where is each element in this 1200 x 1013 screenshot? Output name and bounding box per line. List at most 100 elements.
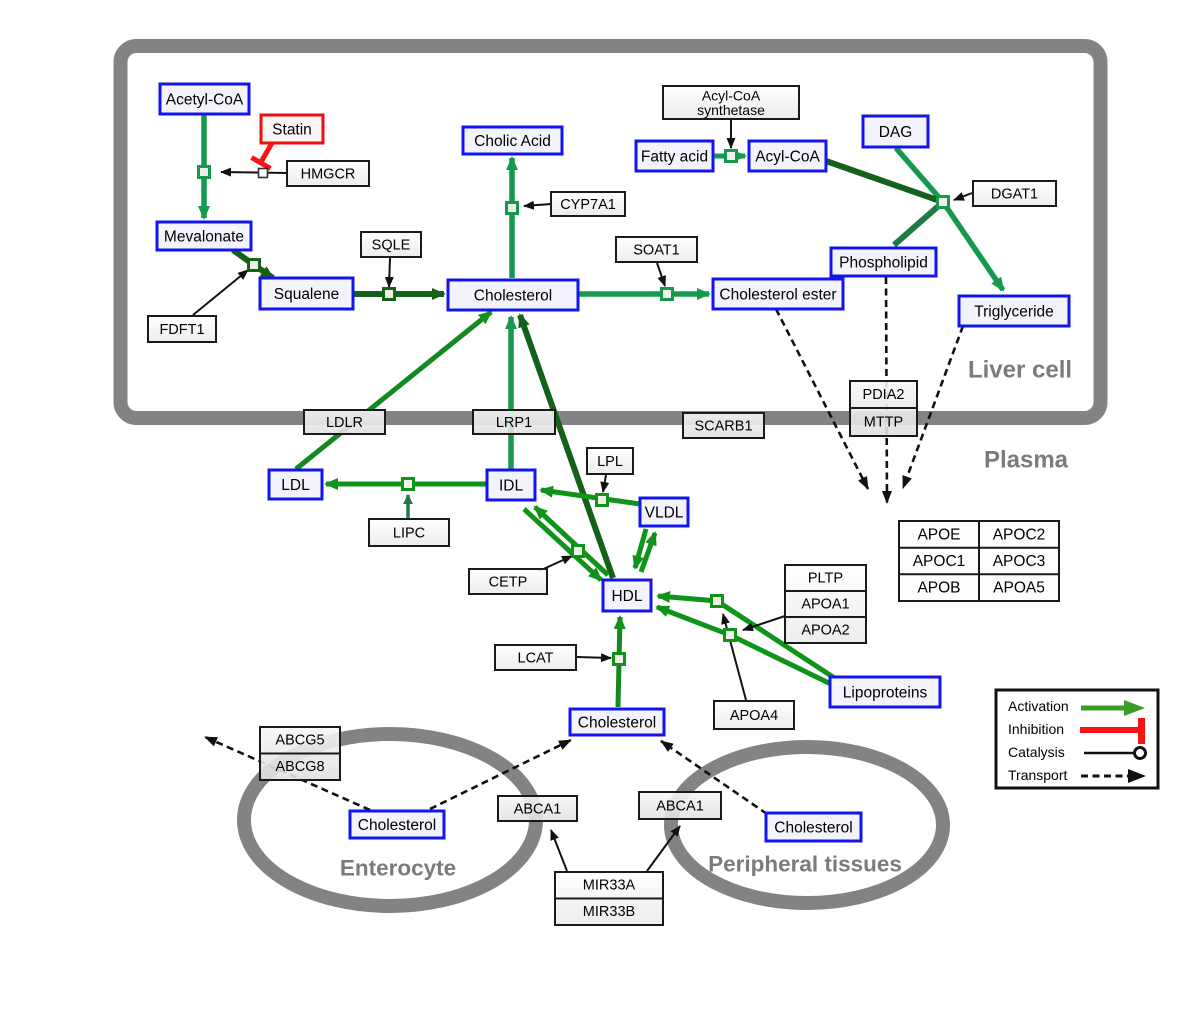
anchor-cetp (571, 544, 585, 558)
node-phospholipid[interactable]: Phospholipid (829, 246, 938, 278)
node-lipoproteins[interactable]: Lipoproteins (828, 675, 942, 709)
node-lipc[interactable]: LIPC (368, 518, 450, 547)
node-lipoproteins-label: Lipoproteins (843, 685, 928, 702)
edge-ldl-to-cholesterol-via-ldlr (294, 310, 493, 471)
node-acyl-coa-synthetase-label-line2: synthetase (697, 102, 765, 118)
node-apoa4[interactable]: APOA4 (713, 700, 795, 730)
node-acyl-coa-synthetase-label-line1: Acyl-CoA (702, 88, 761, 104)
edge-lpl-catalysis (600, 474, 610, 493)
transport-edges (204, 276, 965, 816)
apo-table-cell-apoc2[interactable]: APOC2 (993, 527, 1046, 544)
node-lcat[interactable]: LCAT (494, 644, 577, 671)
edge-acyl-coa-to-junction (825, 158, 944, 205)
node-squalene[interactable]: Squalene (258, 276, 355, 311)
node-mevalonate-label: Mevalonate (164, 229, 244, 246)
edge-lcat-catalysis (576, 653, 612, 663)
node-cetp-label: CETP (489, 575, 528, 591)
edge-phospholipid-to-plasma (881, 276, 892, 504)
node-mevalonate[interactable]: Mevalonate (155, 220, 253, 252)
node-pltp-apoa1-apoa2-stack[interactable]: PLTP APOA1 APOA2 (784, 564, 867, 644)
label-enterocyte: Enterocyte (340, 856, 456, 881)
activation-edges (198, 114, 1006, 708)
legend-inhibition-tee (1138, 718, 1145, 744)
node-abca1-peripheral[interactable]: ABCA1 (638, 791, 722, 820)
node-soat1[interactable]: SOAT1 (615, 236, 698, 263)
edge-idl-to-hdl-via-cetp (522, 507, 603, 582)
node-triglyceride[interactable]: Triglyceride (957, 294, 1071, 328)
node-mir33b-label: MIR33B (583, 904, 635, 920)
node-cyp7a1-label: CYP7A1 (560, 197, 616, 213)
apo-table-cell-apoe[interactable]: APOE (917, 527, 960, 544)
legend-transport-label: Transport (1008, 767, 1068, 783)
anchor-lipc (401, 477, 415, 491)
anchor-sqle (382, 287, 396, 301)
edge-pltp-apoa1-apoa2-catalysis (742, 615, 786, 632)
node-hmgcr[interactable]: HMGCR (286, 160, 370, 187)
node-scarb1[interactable]: SCARB1 (682, 412, 765, 439)
node-cholesterol-ester-label: Cholesterol ester (719, 287, 836, 304)
edge-fdft1-catalysis (192, 269, 249, 316)
edge-mir33-to-abca1-right (646, 825, 681, 872)
anchor-pltp (723, 628, 737, 642)
node-vldl[interactable]: VLDL (638, 496, 690, 528)
node-cetp[interactable]: CETP (468, 568, 548, 595)
node-vldl-label: VLDL (645, 505, 684, 522)
node-pltp-label: PLTP (808, 571, 843, 587)
node-mir33-stack[interactable]: MIR33A MIR33B (554, 871, 664, 926)
edge-vldl-to-idl (539, 485, 641, 507)
node-ldlr[interactable]: LDLR (303, 409, 386, 435)
apo-table-cell-apoc3[interactable]: APOC3 (993, 553, 1046, 570)
node-lpl[interactable]: LPL (586, 447, 634, 475)
node-cholesterol-liver[interactable]: Cholesterol (446, 278, 580, 312)
node-ldl[interactable]: LDL (267, 468, 324, 501)
node-dag-label: DAG (879, 124, 913, 141)
node-cholesterol-plasma[interactable]: Cholesterol (568, 707, 666, 737)
node-abcg5-abcg8-stack[interactable]: ABCG5 ABCG8 (259, 726, 341, 781)
node-sqle[interactable]: SQLE (360, 231, 422, 258)
node-abca1-peripheral-label: ABCA1 (656, 799, 704, 815)
edge-peripheral-cholesterol-to-plasma (660, 739, 768, 816)
node-idl[interactable]: IDL (485, 468, 537, 502)
node-dag[interactable]: DAG (861, 114, 930, 149)
node-acetyl-coa-label: Acetyl-CoA (166, 92, 244, 109)
node-fdft1[interactable]: FDFT1 (147, 315, 217, 343)
node-statin[interactable]: Statin (259, 113, 325, 145)
node-cholesterol-enterocyte[interactable]: Cholesterol (348, 809, 446, 840)
apo-table-cell-apoc1[interactable]: APOC1 (913, 553, 966, 570)
apo-table-cell-apoa5[interactable]: APOA5 (993, 580, 1045, 597)
node-acetyl-coa[interactable]: Acetyl-CoA (158, 82, 251, 116)
legend-inhibition-label: Inhibition (1008, 721, 1064, 737)
anchor-lpl (595, 493, 609, 507)
node-abcg8-label: ABCG8 (275, 759, 324, 775)
node-cholesterol-plasma-label: Cholesterol (578, 715, 656, 732)
node-cholesterol-enterocyte-label: Cholesterol (358, 817, 436, 834)
edge-soat1-catalysis (656, 262, 666, 287)
node-dgat1-label: DGAT1 (991, 187, 1038, 203)
edge-dag-to-junction (893, 146, 946, 204)
node-acyl-coa-synthetase[interactable]: Acyl-CoA synthetase (662, 85, 800, 120)
node-lrp1[interactable]: LRP1 (472, 409, 556, 435)
node-statin-label: Statin (272, 122, 312, 139)
node-lcat-label: LCAT (518, 651, 554, 667)
node-fatty-acid[interactable]: Fatty acid (634, 139, 715, 173)
edge-dgat1-catalysis (953, 192, 973, 201)
edge-cyp7a1-catalysis (523, 200, 552, 210)
node-abca1-enterocyte[interactable]: ABCA1 (497, 795, 578, 822)
node-pdia2-mttp-stack[interactable]: PDIA2 MTTP (849, 380, 918, 437)
legend: Activation Inhibition Catalysis Transpor… (994, 688, 1160, 790)
node-cholic-acid[interactable]: Cholic Acid (461, 125, 564, 156)
edge-sqle-catalysis (384, 257, 394, 288)
anchor-apoa4 (710, 594, 724, 608)
node-cholesterol-peripheral[interactable]: Cholesterol (764, 811, 863, 843)
node-cholesterol-peripheral-label: Cholesterol (774, 820, 852, 837)
peripheral-tissues-membrane (664, 740, 950, 910)
node-scarb1-label: SCARB1 (694, 419, 752, 435)
node-dgat1[interactable]: DGAT1 (972, 180, 1057, 207)
apo-table-cell-apob[interactable]: APOB (917, 580, 960, 597)
edge-enterocyte-cholesterol-to-plasma (429, 738, 572, 811)
node-acyl-coa[interactable]: Acyl-CoA (747, 139, 828, 173)
node-cyp7a1[interactable]: CYP7A1 (550, 191, 626, 217)
edge-hdl-to-idl (533, 505, 610, 577)
node-cholesterol-ester[interactable]: Cholesterol ester (711, 277, 845, 311)
node-hdl[interactable]: HDL (601, 578, 653, 613)
